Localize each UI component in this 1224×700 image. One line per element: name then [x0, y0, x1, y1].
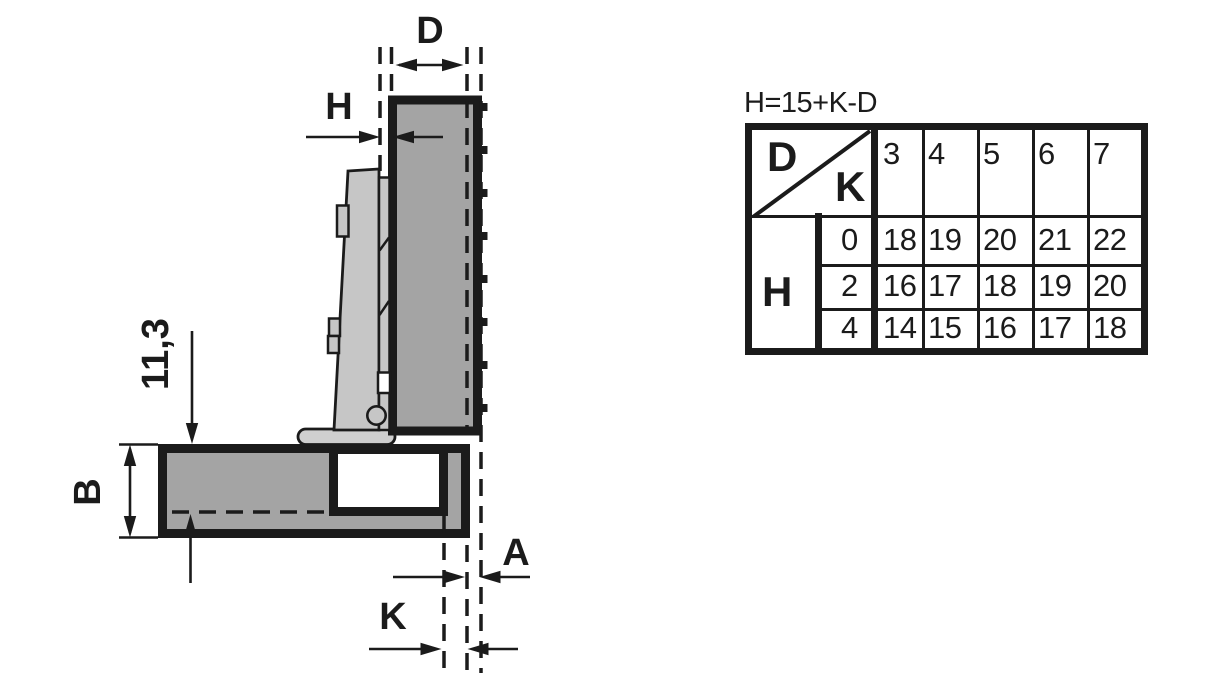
arrowhead-right-icon — [359, 130, 380, 144]
h-value-cell: 16 — [883, 268, 917, 303]
hinge-body-group — [326, 167, 392, 432]
h-value-cell: 18 — [883, 221, 917, 257]
h-value-cell: 14 — [883, 310, 917, 345]
hinge-cup-hole — [329, 445, 448, 516]
h-value-cell: 19 — [1038, 268, 1072, 303]
row-header-h: H — [762, 268, 793, 315]
table-grid-line — [922, 130, 925, 348]
arrowhead-up-icon — [123, 444, 137, 466]
hinge-screw-bump — [335, 204, 350, 238]
hinge-screw-bump — [326, 334, 341, 355]
table-divider-thick — [871, 130, 878, 348]
diagonal-divider-icon — [752, 130, 871, 218]
d-value-cell: 6 — [1038, 136, 1055, 171]
h-value-cell: 20 — [1093, 268, 1127, 303]
dim-label-k: K — [379, 596, 407, 638]
arrowhead-left-icon — [395, 58, 417, 72]
h-value-cell: 17 — [928, 268, 962, 303]
dim-label-d: D — [416, 10, 443, 52]
table-grid-line — [815, 264, 1141, 267]
hinge-arm-notch — [378, 236, 391, 252]
d-value-cell: 4 — [928, 136, 945, 171]
k-value-cell: 2 — [841, 268, 858, 303]
corner-label-d: D — [767, 133, 798, 180]
d-value-cell: 5 — [983, 136, 1000, 171]
arrowhead-right-icon — [442, 58, 464, 72]
d-value-cell: 3 — [883, 136, 900, 171]
dimension-table: D K H 3 4 5 6 7 0 18 19 20 21 22 2 16 17… — [745, 123, 1148, 355]
arrowhead-left-icon — [479, 570, 501, 584]
h-value-cell: 18 — [1093, 310, 1127, 345]
dim-label-a: A — [502, 532, 529, 574]
corner-label-k: K — [835, 163, 866, 210]
dimension-arrows — [119, 58, 530, 656]
table-row: 4 14 15 16 17 18 — [822, 308, 1141, 348]
formula: H=15+K-D — [744, 87, 878, 119]
arrowhead-up-icon — [184, 514, 197, 536]
dim-label-b: B — [67, 478, 109, 505]
datum-lines — [172, 47, 483, 673]
arrowhead-left-icon — [392, 130, 414, 144]
hinge-arm-notch — [378, 300, 391, 316]
door-panel — [388, 95, 482, 436]
hinge-cross-section-diagram: D H B 11,3 A K — [67, 10, 530, 673]
k-value-cell: 4 — [841, 310, 858, 345]
hinge-screw-bump — [327, 317, 342, 338]
h-value-cell: 22 — [1093, 221, 1127, 257]
d-value-cell: 7 — [1093, 136, 1110, 171]
table-grid-line — [1087, 130, 1090, 348]
dim-label-h: H — [325, 86, 352, 128]
table-grid-line — [1032, 130, 1035, 348]
k-value-cell: 0 — [841, 221, 858, 257]
arrowhead-down-icon — [123, 516, 137, 538]
arrowhead-left-icon — [467, 642, 489, 656]
hinge-pivot-screw — [365, 404, 387, 426]
arrowhead-right-icon — [420, 642, 442, 656]
table-grid-line — [752, 215, 1141, 218]
hinge-arm-slot — [376, 371, 392, 395]
h-value-cell: 19 — [928, 221, 962, 257]
h-value-cell: 16 — [983, 310, 1017, 345]
table-grid-line — [815, 308, 1141, 311]
h-value-cell: 15 — [928, 310, 962, 345]
table-grid-line — [977, 130, 980, 348]
arrowhead-right-icon — [444, 570, 465, 584]
arrowhead-down-icon — [185, 423, 199, 444]
hinge-arm — [377, 176, 391, 432]
h-value-cell: 21 — [1038, 221, 1072, 257]
table-k-column-bar — [815, 213, 822, 348]
h-value-cell: 18 — [983, 268, 1017, 303]
table-row: 0 18 19 20 21 22 — [822, 215, 1141, 264]
table-row: 2 16 17 18 19 20 — [822, 264, 1141, 308]
h-value-cell: 17 — [1038, 310, 1072, 345]
d-values-row: 3 4 5 6 7 — [878, 133, 1141, 173]
h-value-cell: 20 — [983, 221, 1017, 257]
dim-label-depth: 11,3 — [135, 318, 177, 390]
